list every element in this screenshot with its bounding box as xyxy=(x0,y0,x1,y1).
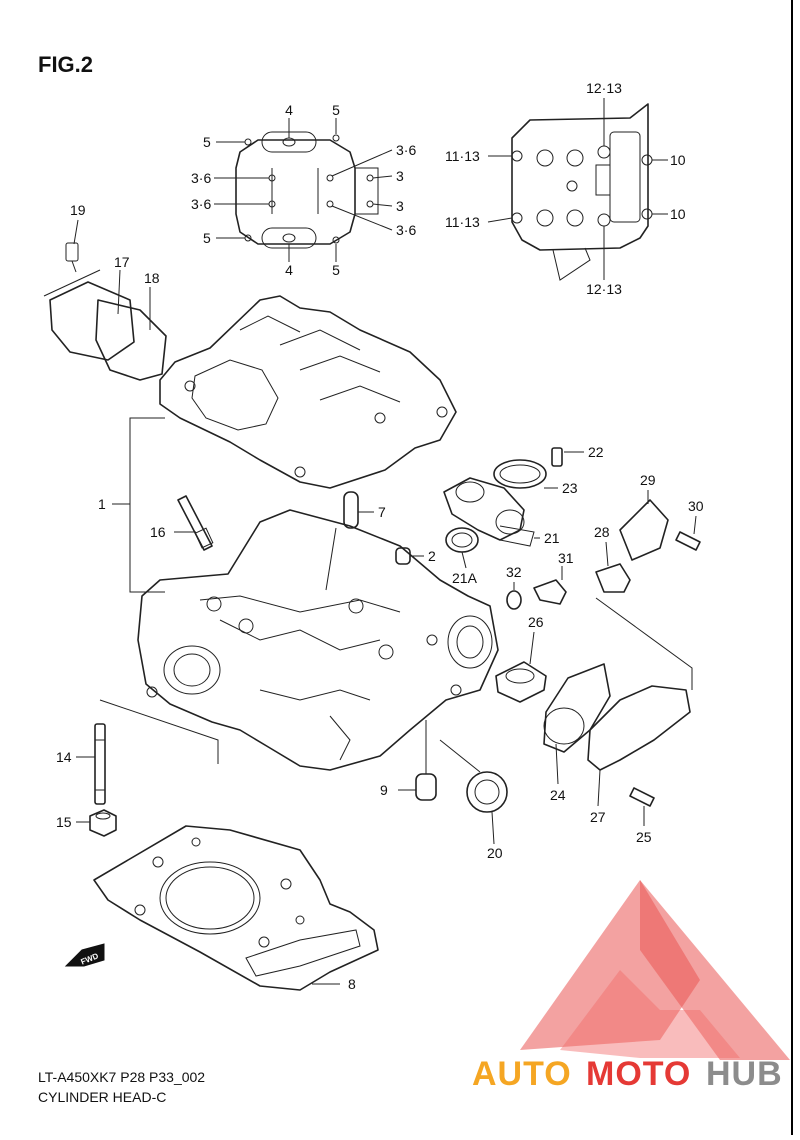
thermostat-cover xyxy=(543,663,691,807)
callout-hd-10b: 10 xyxy=(670,206,686,222)
callout-1-bracket xyxy=(129,417,165,593)
callout-29: 29 xyxy=(640,472,656,488)
caption-line-2: CYLINDER HEAD-C xyxy=(38,1089,166,1105)
fwd-direction-marker: FWD xyxy=(64,943,105,967)
callout-1: 1 xyxy=(98,496,106,512)
callout-25: 25 xyxy=(636,829,652,845)
callout-31: 31 xyxy=(558,550,574,566)
watermark-word-hub: HUB xyxy=(706,1055,783,1093)
callout-hd-1113a: 11·13 xyxy=(445,148,480,164)
watermark-word-auto: AUTO xyxy=(472,1055,572,1093)
callout-28: 28 xyxy=(594,524,610,540)
callout-top-4b: 4 xyxy=(285,262,293,278)
callout-26: 26 xyxy=(528,614,544,630)
callout-top-36b: 3·6 xyxy=(191,196,211,212)
watermark-word-moto: MOTO xyxy=(586,1055,691,1093)
caption-line-1: LT-A450XK7 P28 P33_002 xyxy=(38,1069,205,1085)
figure-title: FIG.2 xyxy=(38,52,93,77)
callout-hd-1213b: 12·13 xyxy=(586,281,622,297)
callout-hd-1213a: 12·13 xyxy=(586,80,622,96)
head-gasket xyxy=(93,825,379,991)
callout-top-36a: 3·6 xyxy=(191,170,211,186)
cylinder-head-cover xyxy=(159,295,457,489)
cylinder-head xyxy=(137,509,499,771)
callout-top-5b: 5 xyxy=(332,262,340,278)
callout-21: 21 xyxy=(544,530,560,546)
callout-hd-1113b: 11·13 xyxy=(445,214,480,230)
callout-top-36d: 3·6 xyxy=(396,222,416,238)
mounting-bracket xyxy=(619,490,669,561)
callout-15: 15 xyxy=(56,814,72,830)
callout-24: 24 xyxy=(550,787,566,803)
callout-2: 2 xyxy=(428,548,436,564)
dowel-pin xyxy=(395,547,424,565)
callout-23: 23 xyxy=(562,480,578,496)
callout-8: 8 xyxy=(348,976,356,992)
clamp-bolt xyxy=(551,447,584,467)
callout-32: 32 xyxy=(506,564,522,580)
spark-plug xyxy=(174,495,214,551)
callout-top-5c: 5 xyxy=(203,134,211,150)
callout-27: 27 xyxy=(590,809,606,825)
bolt-pattern-top-view xyxy=(214,118,393,262)
callout-20: 20 xyxy=(487,845,503,861)
callout-top-36c: 3·6 xyxy=(396,142,416,158)
side-cap-assembly xyxy=(43,219,167,381)
callout-28-leader xyxy=(595,597,693,690)
callout-hd-10a: 10 xyxy=(670,152,686,168)
valve-guide xyxy=(325,491,374,591)
sensor-washer xyxy=(506,582,522,610)
hose-clamp xyxy=(493,459,558,489)
bracket-bolt xyxy=(675,515,701,551)
temp-sensor xyxy=(533,566,567,605)
knock-pin xyxy=(398,720,437,801)
watermark-logo xyxy=(520,880,790,1060)
rubber-spacer xyxy=(595,541,631,593)
callout-21a: 21A xyxy=(452,570,478,586)
o-ring xyxy=(445,525,540,569)
callout-top-5a: 5 xyxy=(332,102,340,118)
callout-14: 14 xyxy=(56,749,72,765)
callout-7: 7 xyxy=(378,504,386,520)
callout-top-4a: 4 xyxy=(285,102,293,118)
stud-bolt xyxy=(76,699,219,805)
callout-top-5d: 5 xyxy=(203,230,211,246)
callout-top-3b: 3 xyxy=(396,198,404,214)
flange-nut xyxy=(76,809,117,837)
callout-19: 19 xyxy=(70,202,86,218)
callout-18: 18 xyxy=(144,270,160,286)
callout-top-3a: 3 xyxy=(396,168,404,184)
callout-17: 17 xyxy=(114,254,130,270)
callout-9: 9 xyxy=(380,782,388,798)
callout-16: 16 xyxy=(150,524,166,540)
plug-cap xyxy=(439,739,508,845)
thermostat xyxy=(495,631,547,703)
callout-30: 30 xyxy=(688,498,704,514)
callout-22: 22 xyxy=(588,444,604,460)
cover-bolt xyxy=(629,787,655,826)
head-bolt-pattern-view xyxy=(487,98,668,281)
